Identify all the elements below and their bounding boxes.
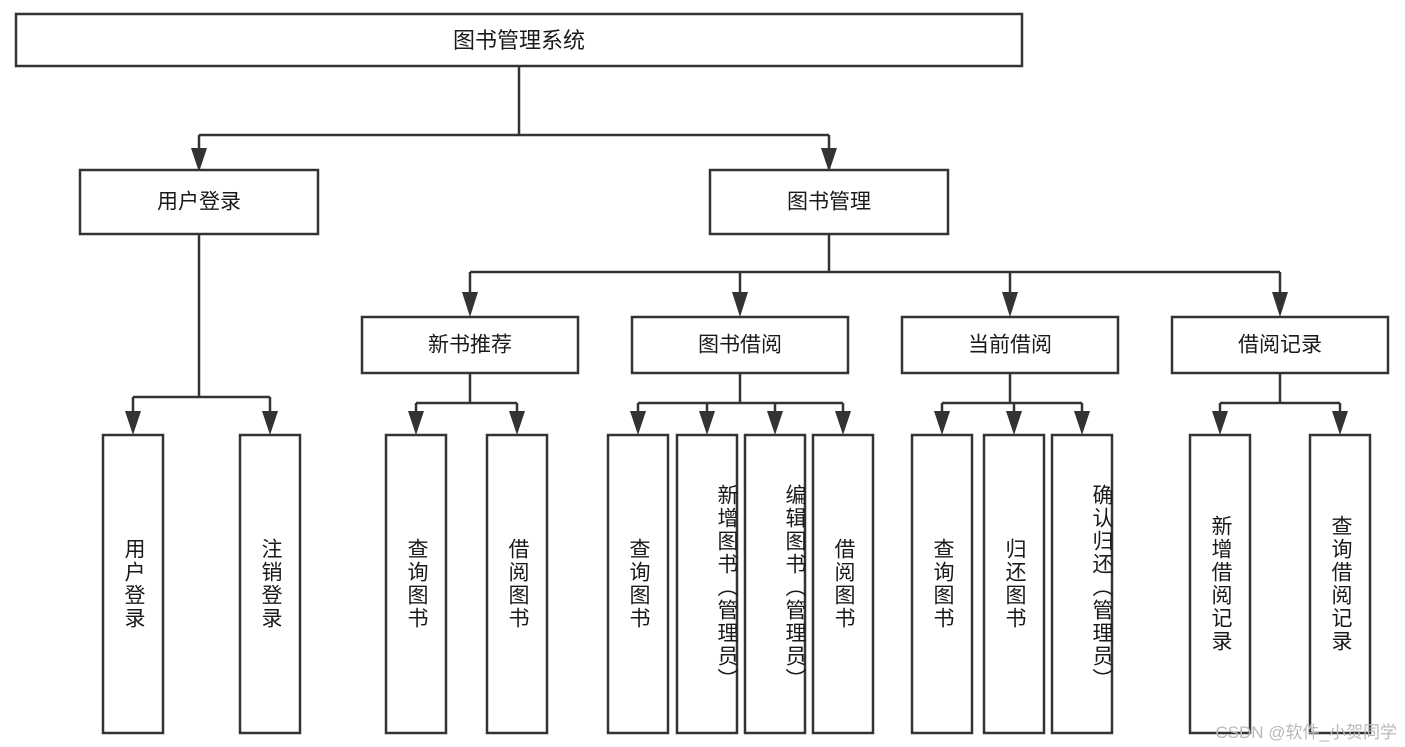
arrow-to-leaf-borrow-book-1 — [509, 411, 525, 435]
arrow-to-user-login — [191, 148, 207, 172]
edge-bookmgmt-to-bus — [468, 234, 1282, 308]
arrow-to-leaf-add-book — [699, 411, 715, 435]
edge-userlogin-to-bus — [131, 234, 272, 425]
root-box[interactable] — [14, 12, 1024, 68]
leaf-box-logout[interactable] — [238, 433, 302, 735]
node-new-book-recommend[interactable]: 新书推荐 — [360, 315, 580, 375]
new-book-recommend-box[interactable] — [360, 315, 580, 375]
arrow-to-new-book-recommend — [462, 292, 478, 317]
current-borrow-label: 当前借阅 — [968, 334, 1052, 357]
edge-borrow-to-bus — [636, 373, 845, 425]
leaf-box-add-book[interactable] — [675, 433, 739, 735]
leaf-box-edit-book[interactable] — [743, 433, 807, 735]
leaf-box-query-book-1[interactable] — [384, 433, 448, 735]
node-book-management[interactable]: 图书管理 — [708, 168, 950, 236]
edges-group — [125, 66, 1348, 435]
arrow-to-leaf-user-login — [125, 411, 141, 435]
user-login-box[interactable] — [78, 168, 320, 236]
arrow-to-leaf-return-book — [1006, 411, 1022, 435]
current-borrow-box[interactable] — [900, 315, 1120, 375]
book-management-label: 图书管理 — [787, 191, 871, 214]
edge-recommend-to-bus — [414, 373, 519, 425]
edge-record-to-bus — [1218, 373, 1342, 425]
borrow-record-label: 借阅记录 — [1238, 334, 1322, 357]
node-user-login[interactable]: 用户登录 — [78, 168, 320, 236]
leaf-box-return-book[interactable] — [982, 433, 1046, 735]
arrow-to-leaf-confirm-return — [1074, 411, 1090, 435]
user-login-label: 用户登录 — [157, 191, 241, 214]
leaf-boxes-group — [101, 433, 1372, 735]
new-book-recommend-label: 新书推荐 — [428, 334, 512, 357]
book-borrow-label: 图书借阅 — [698, 334, 782, 357]
arrow-to-leaf-borrow-book-2 — [835, 411, 851, 435]
leaf-box-confirm-return[interactable] — [1050, 433, 1114, 735]
arrow-to-leaf-edit-book — [767, 411, 783, 435]
node-borrow-record[interactable]: 借阅记录 — [1170, 315, 1390, 375]
arrow-to-borrow-record — [1272, 292, 1288, 317]
arrow-to-leaf-query-record — [1332, 411, 1348, 435]
node-current-borrow[interactable]: 当前借阅 — [900, 315, 1120, 375]
arrow-to-book-borrow — [732, 292, 748, 317]
edge-root-to-bus — [197, 66, 831, 162]
leaf-box-query-book-2[interactable] — [606, 433, 670, 735]
arrow-to-leaf-query-book-1 — [408, 411, 424, 435]
arrow-to-leaf-add-record — [1212, 411, 1228, 435]
leaf-box-borrow-book-2[interactable] — [811, 433, 875, 735]
borrow-record-box[interactable] — [1170, 315, 1390, 375]
leaf-box-query-book-3[interactable] — [910, 433, 974, 735]
arrow-to-current-borrow — [1002, 292, 1018, 317]
book-borrow-box[interactable] — [630, 315, 850, 375]
arrow-to-leaf-logout — [262, 411, 278, 435]
arrow-to-leaf-query-book-3 — [934, 411, 950, 435]
leaf-box-add-record[interactable] — [1188, 433, 1252, 735]
book-management-box[interactable] — [708, 168, 950, 236]
leaf-box-borrow-book-1[interactable] — [485, 433, 549, 735]
node-book-borrow[interactable]: 图书借阅 — [630, 315, 850, 375]
arrow-to-book-management — [821, 148, 837, 172]
node-root[interactable]: 图书管理系统 — [14, 12, 1024, 68]
arrow-to-leaf-query-book-2 — [630, 411, 646, 435]
leaf-box-query-record[interactable] — [1308, 433, 1372, 735]
root-label: 图书管理系统 — [453, 28, 585, 53]
leaf-box-user-login[interactable] — [101, 433, 165, 735]
